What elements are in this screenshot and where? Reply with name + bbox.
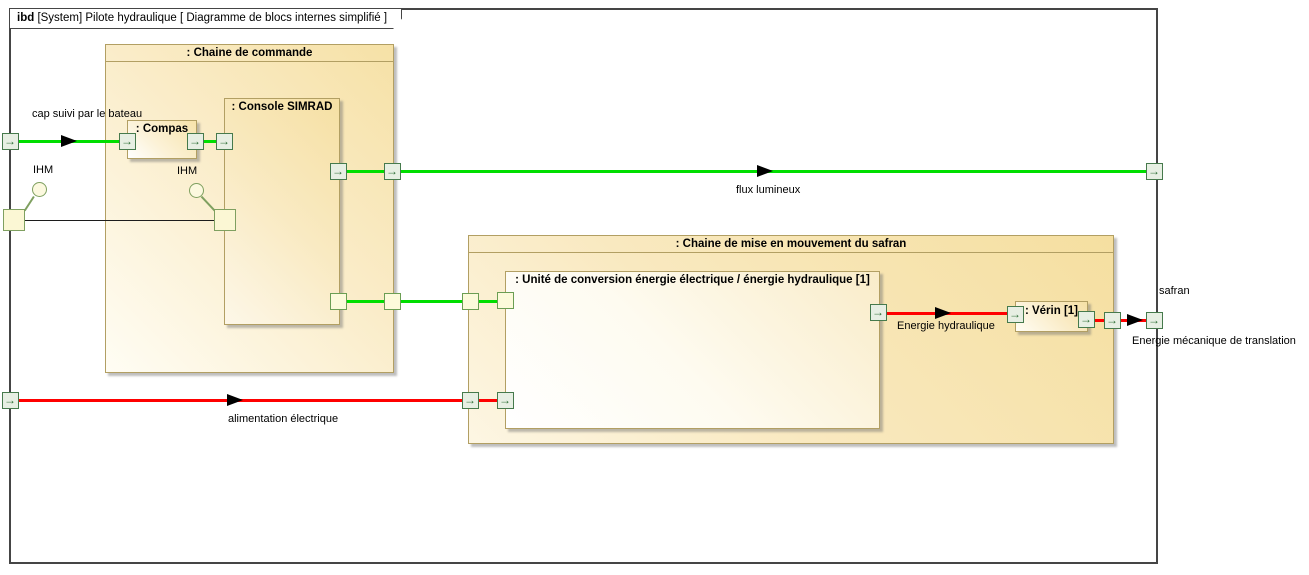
- port-chaine-safran-cmd-in-icon[interactable]: [461, 292, 479, 310]
- interface-label-ihm-right: IHM: [177, 165, 198, 177]
- port-safran-system-out-icon[interactable]: →: [1145, 311, 1163, 329]
- block-unite-conversion[interactable]: : Unité de conversion énergie électrique…: [505, 271, 880, 429]
- flow-arrowhead-icon: [227, 394, 243, 406]
- ihm-left-part-port[interactable]: [3, 209, 25, 231]
- interface-label-ihm-left: IHM: [33, 164, 54, 176]
- block-title: : Chaine de mise en mouvement du safran: [469, 236, 1113, 253]
- port-chaine-safran-alim-in-icon[interactable]: →: [461, 391, 479, 409]
- ihm-right-part-port[interactable]: [214, 209, 236, 231]
- port-chaine-safran-out-icon[interactable]: →: [1103, 311, 1121, 329]
- block-title: : Compas: [135, 123, 189, 135]
- flow-label-safran: safran: [1159, 285, 1190, 297]
- port-console-flux-out-icon[interactable]: →: [329, 162, 347, 180]
- flow-arrowhead-icon: [935, 307, 951, 319]
- flow-label-energie-mecanique: Energie mécanique de translation: [1132, 335, 1296, 347]
- flow-label-cap: cap suivi par le bateau: [32, 108, 143, 120]
- port-cap-in-icon[interactable]: →: [1, 132, 19, 150]
- port-console-cmd-out-icon[interactable]: [329, 292, 347, 310]
- port-verin-in-icon[interactable]: →: [1006, 305, 1024, 323]
- port-unite-cmd-in-icon[interactable]: [496, 291, 514, 309]
- flow-label-energie-hydraulique: Energie hydraulique: [897, 320, 995, 332]
- connector-cmd-to-safran-chain[interactable]: [392, 299, 470, 303]
- port-console-in-icon[interactable]: →: [215, 132, 233, 150]
- connector-alimentation-to-unite[interactable]: [470, 398, 505, 402]
- port-unite-hydraulique-out-icon[interactable]: →: [869, 303, 887, 321]
- port-verin-out-icon[interactable]: →: [1077, 310, 1095, 328]
- port-alimentation-in-icon[interactable]: →: [1, 391, 19, 409]
- block-title: : Console SIMRAD: [231, 101, 333, 113]
- connector-console-boundary-flux[interactable]: [338, 169, 392, 173]
- connector-ihm-association[interactable]: [14, 219, 225, 221]
- port-compas-out-icon[interactable]: →: [186, 132, 204, 150]
- ihm-left-lollipop-icon[interactable]: [31, 181, 47, 197]
- block-title: : Vérin [1]: [1024, 305, 1079, 317]
- connector-compas-console[interactable]: [195, 139, 224, 143]
- flow-label-flux-lumineux: flux lumineux: [736, 184, 801, 196]
- ihm-right-lollipop-icon[interactable]: [188, 182, 204, 198]
- diagram-title: [System] Pilote hydraulique [ Diagramme …: [34, 12, 388, 24]
- block-verin[interactable]: : Vérin [1]: [1015, 301, 1088, 332]
- diagram-kind: ibd: [17, 12, 35, 24]
- connector-safran-chain-to-unite[interactable]: [470, 299, 505, 303]
- block-title: : Chaine de commande: [106, 45, 393, 62]
- flow-arrowhead-icon: [757, 165, 773, 177]
- flow-arrowhead-icon: [1127, 314, 1143, 326]
- port-compas-in-icon[interactable]: →: [118, 132, 136, 150]
- block-title: : Unité de conversion énergie électrique…: [515, 274, 870, 286]
- connector-console-boundary-cmd[interactable]: [338, 299, 392, 303]
- port-flux-system-out-icon[interactable]: →: [1145, 162, 1163, 180]
- diagram-title-tab: ibd [System] Pilote hydraulique [ Diagra…: [9, 8, 402, 29]
- connector-flux-lumineux[interactable]: [392, 169, 1154, 173]
- port-chaine-cmd-out-icon[interactable]: [383, 292, 401, 310]
- block-console-simrad[interactable]: : Console SIMRAD: [224, 98, 340, 325]
- block-compas[interactable]: : Compas: [127, 120, 197, 159]
- port-unite-alim-in-icon[interactable]: →: [496, 391, 514, 409]
- port-chaine-cmd-flux-out-icon[interactable]: →: [383, 162, 401, 180]
- flow-label-alimentation: alimentation électrique: [228, 413, 339, 425]
- flow-arrowhead-icon: [61, 135, 77, 147]
